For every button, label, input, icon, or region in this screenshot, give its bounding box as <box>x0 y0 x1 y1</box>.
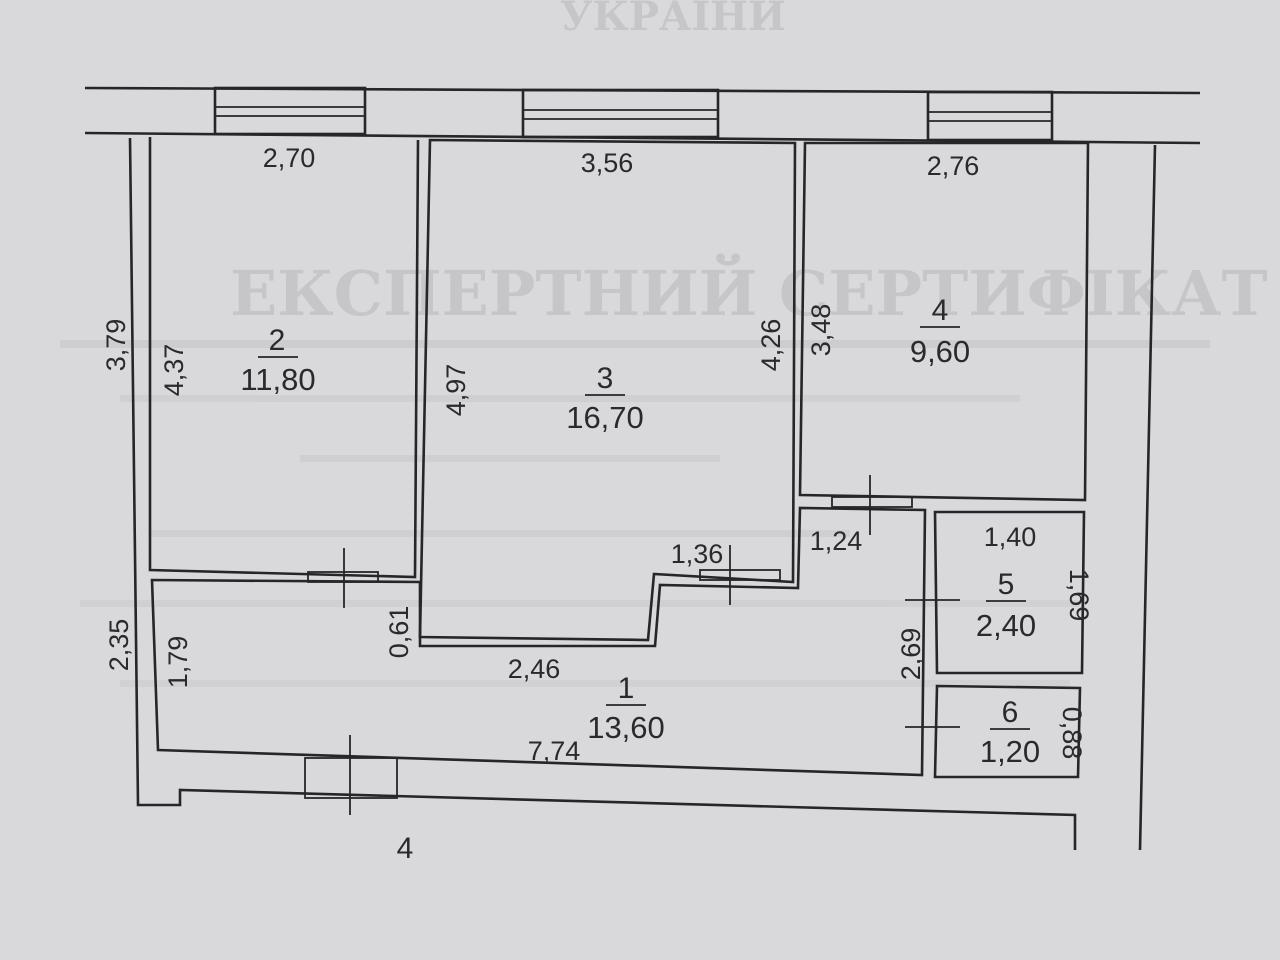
svg-text:6: 6 <box>1002 696 1019 729</box>
svg-text:16,70: 16,70 <box>566 400 644 435</box>
svg-text:4: 4 <box>932 294 949 327</box>
dim-room4-left: 3,48 <box>806 304 836 357</box>
dim-partition: 0,61 <box>384 606 414 659</box>
room-6-label: 61,20 <box>980 696 1040 769</box>
footer-label: 4 <box>397 832 414 865</box>
dim-room1-bottom: 7,74 <box>528 736 581 766</box>
svg-text:3: 3 <box>597 362 614 395</box>
dim-room1-inner: 2,46 <box>508 654 561 684</box>
dim-room2-top: 2,70 <box>263 143 316 173</box>
svg-text:2: 2 <box>269 324 286 357</box>
dim-room3-left: 4,97 <box>441 364 471 417</box>
dim-room5-top: 1,40 <box>984 522 1037 552</box>
background-watermark: УКРАЇНИ ЕКСПЕРТНИЙ СЕРТИФІКАТ <box>60 0 1268 687</box>
room-1-outline <box>150 506 927 777</box>
dim-outer-left-upper: 3,79 <box>101 319 131 372</box>
window-center <box>521 88 720 139</box>
svg-text:2,40: 2,40 <box>976 608 1036 643</box>
svg-text:1,20: 1,20 <box>980 734 1040 769</box>
dim-room3-top: 3,56 <box>581 148 634 178</box>
room-1-label: 113,60 <box>587 672 665 745</box>
svg-text:УКРАЇНИ: УКРАЇНИ <box>560 0 786 40</box>
dim-outer-left-lower: 2,35 <box>104 619 134 672</box>
svg-text:13,60: 13,60 <box>587 710 665 745</box>
room-2-outline <box>148 137 420 579</box>
room-5-outline <box>933 510 1086 675</box>
svg-text:ЕКСПЕРТНИЙ СЕРТИФІКАТ: ЕКСПЕРТНИЙ СЕРТИФІКАТ <box>230 253 1268 330</box>
room-4-outline <box>798 141 1090 502</box>
svg-text:11,80: 11,80 <box>240 362 315 397</box>
svg-text:9,60: 9,60 <box>910 334 970 369</box>
dim-room1-right: 2,69 <box>896 628 926 681</box>
dim-corridor-top: 1,24 <box>810 526 863 556</box>
room-4-label: 49,60 <box>910 294 970 369</box>
dim-room5-right: 1,69 <box>1064 569 1094 622</box>
dim-room3-notch: 1,36 <box>671 539 724 569</box>
window-left <box>213 86 367 136</box>
room-6-outline <box>933 684 1082 779</box>
doors <box>304 475 960 815</box>
dim-room1-left: 1,79 <box>163 636 193 689</box>
exterior-wall <box>84 86 1201 851</box>
svg-text:5: 5 <box>998 568 1015 601</box>
svg-text:1: 1 <box>618 672 635 705</box>
window-right <box>926 90 1054 142</box>
room-5-label: 52,40 <box>976 568 1036 643</box>
room-2-label: 211,80 <box>240 324 315 397</box>
room-3-label: 316,70 <box>566 362 644 435</box>
dim-room3-right: 4,26 <box>756 319 786 372</box>
dim-room4-top: 2,76 <box>927 151 980 181</box>
dim-room2-left: 4,37 <box>159 344 189 397</box>
dim-room6-right: 0,88 <box>1057 707 1087 760</box>
